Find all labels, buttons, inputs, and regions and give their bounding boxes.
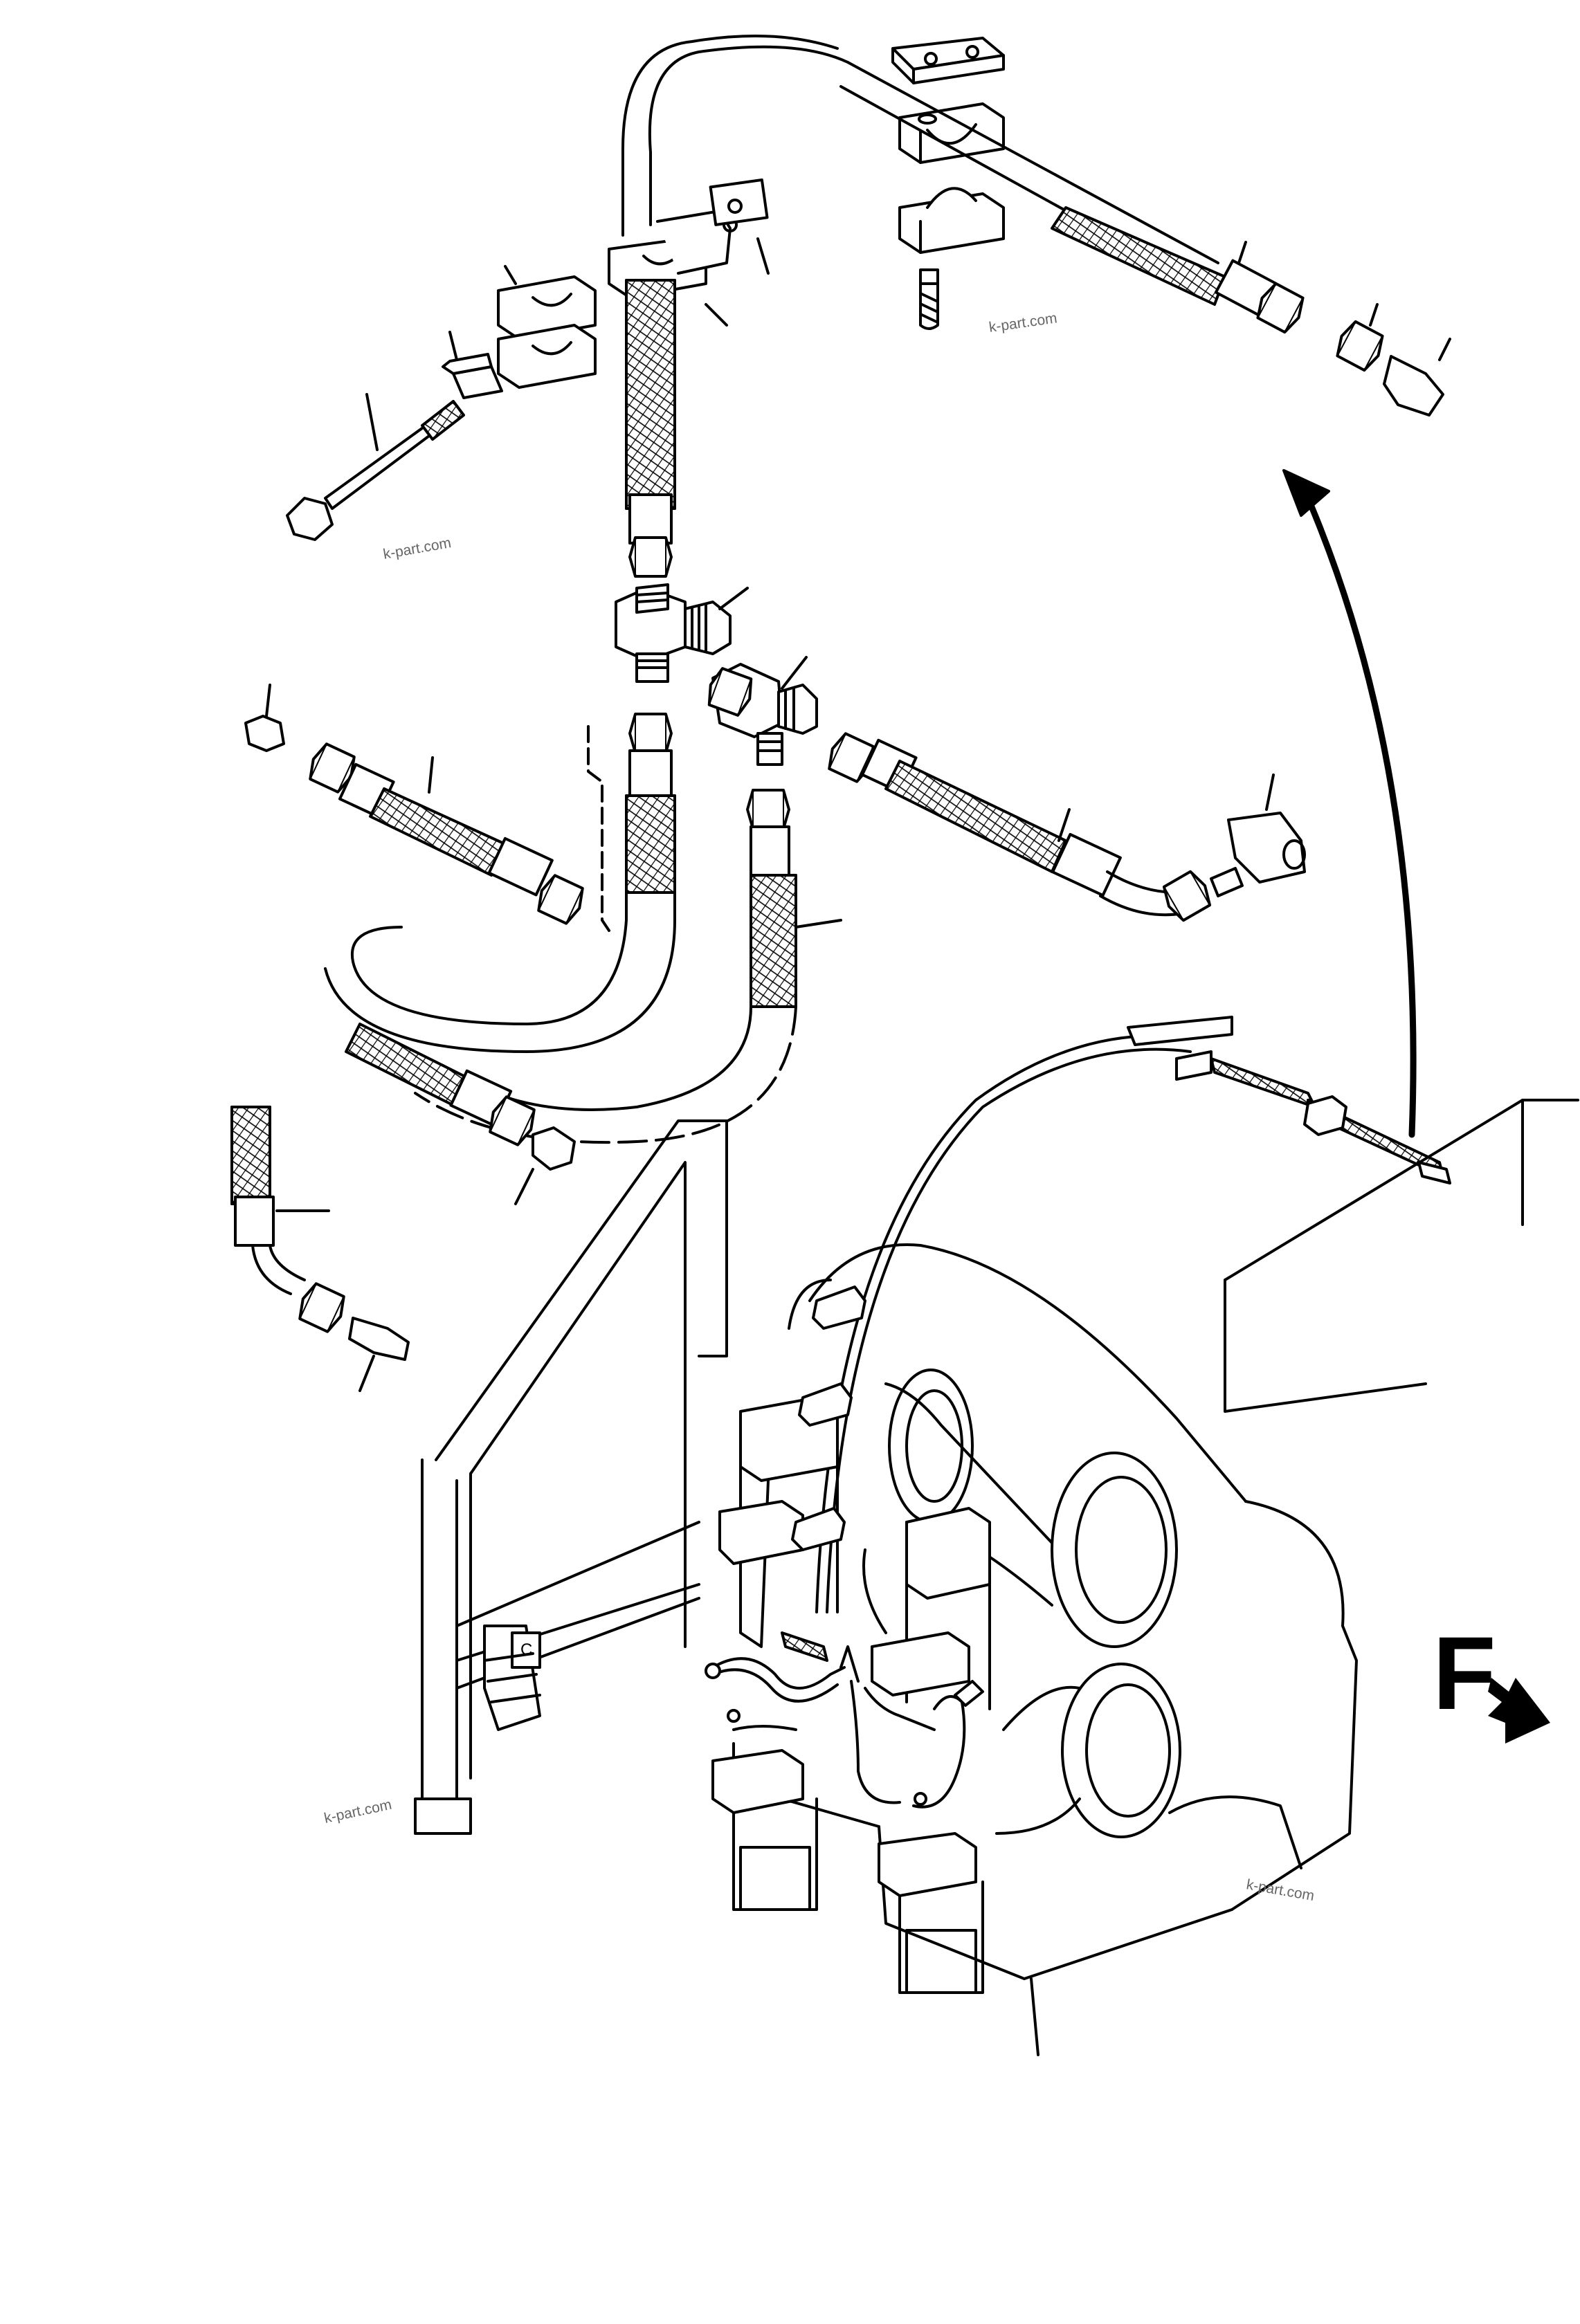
left-branch-hose (244, 684, 610, 932)
vertical-hose-lower (324, 713, 676, 1053)
left-pipe-clamp-assembly (286, 178, 770, 541)
top-hose-loop (621, 35, 849, 237)
clamp-label-c: C (520, 1640, 532, 1659)
relocation-arrow (1282, 469, 1417, 1138)
watermark-left: k-part.com (382, 535, 453, 562)
watermark-bottom-right: k-part.com (1245, 1876, 1316, 1904)
tee-fitting-lower (702, 656, 818, 766)
front-direction-letter: F (1433, 1615, 1496, 1731)
front-marker (1488, 1678, 1550, 1744)
watermark-bottom-left: k-part.com (323, 1797, 393, 1827)
tee-fitting-upper (615, 583, 749, 683)
right-branch-hose (822, 729, 1306, 925)
railing-frame (414, 1119, 728, 1835)
center-hose-down (414, 789, 842, 1144)
upper-pipe-clamp-assembly (891, 37, 1005, 330)
watermark-top: k-part.com (988, 310, 1057, 336)
upper-right-hose (839, 61, 1451, 417)
lower-left-hose (230, 1023, 576, 1392)
axle-housing (705, 1099, 1579, 2056)
vertical-hose-upper (625, 279, 676, 578)
